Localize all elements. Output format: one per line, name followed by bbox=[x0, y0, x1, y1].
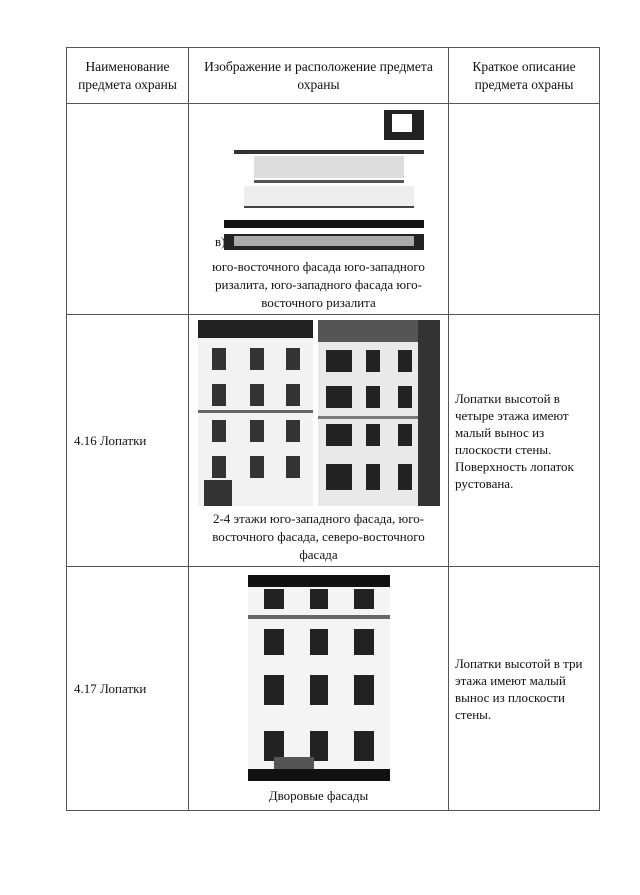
row-image-cell: в) юго-восточного фасада юго-западного р… bbox=[188, 103, 449, 315]
table-row: 4.17 Лопатки Дворовые фасады Лопатки выс… bbox=[66, 566, 600, 811]
protection-subjects-table: Наименование предмета охраны Изображение… bbox=[66, 47, 600, 811]
row-image-cell: 2-4 этажи юго-западного фасада, юго-вост… bbox=[188, 314, 449, 567]
courtyard-facade-photo bbox=[247, 574, 390, 781]
row-name: 4.17 Лопатки bbox=[66, 566, 189, 811]
table-row: в) юго-восточного фасада юго-западного р… bbox=[66, 103, 600, 315]
image-caption: 2-4 этажи юго-западного фасада, юго-вост… bbox=[212, 510, 425, 562]
header-name: Наименование предмета охраны bbox=[66, 47, 189, 104]
row-description: Лопатки высотой в три этажа имеют малый … bbox=[448, 566, 600, 811]
row-description: Лопатки высотой в четыре этажа имеют мал… bbox=[448, 314, 600, 567]
image-caption: юго-восточного фасада юго-западного риза… bbox=[212, 259, 425, 310]
image-caption: Дворовые фасады bbox=[268, 787, 369, 803]
row-name: 4.16 Лопатки bbox=[66, 314, 189, 567]
table-row: 4.16 Лопатки bbox=[66, 314, 600, 567]
table-header-row: Наименование предмета охраны Изображение… bbox=[66, 47, 600, 104]
row-image-cell: Дворовые фасады bbox=[188, 566, 449, 811]
image-letter: в) bbox=[215, 234, 226, 249]
facade-detail-photo bbox=[224, 110, 424, 256]
header-description: Краткое описание предмета охраны bbox=[448, 47, 600, 104]
header-image: Изображение и расположение предмета охра… bbox=[188, 47, 449, 104]
facade-photo bbox=[197, 319, 440, 506]
row-description bbox=[448, 103, 600, 315]
row-name bbox=[66, 103, 189, 315]
